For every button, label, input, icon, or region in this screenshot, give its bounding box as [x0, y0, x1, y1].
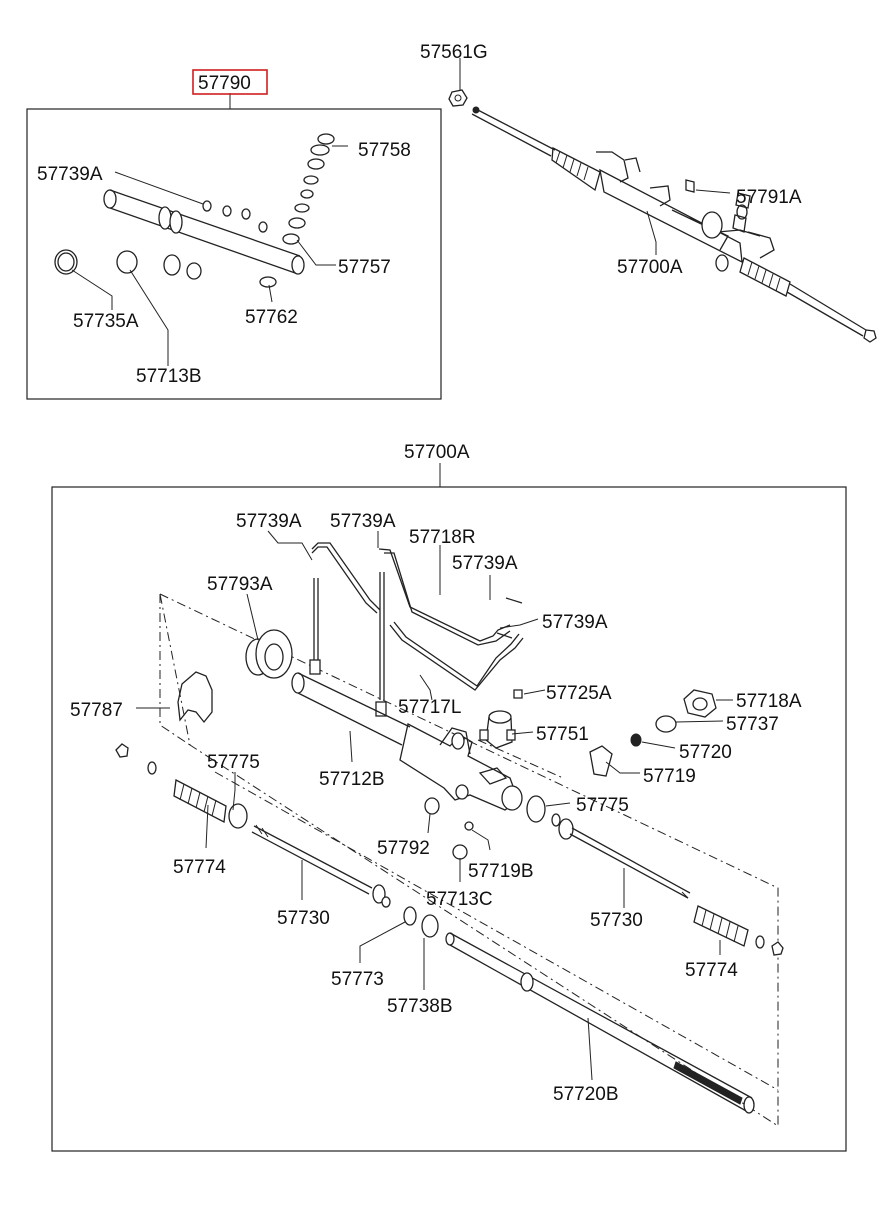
inner-tie-rod-right: [551, 813, 691, 899]
part-label-57739A-4[interactable]: 57739A: [542, 612, 608, 633]
part-label-57718A[interactable]: 57718A: [736, 691, 802, 712]
pipe-fitting: [375, 701, 387, 717]
gear-assembly-frame: [51, 486, 847, 1152]
part-label-57787[interactable]: 57787: [70, 700, 123, 721]
hydraulic-lines: [309, 542, 524, 717]
seal-kit-stacked-seals: [259, 133, 335, 288]
clip-icon: [685, 179, 695, 193]
control-valve: [479, 710, 516, 749]
part-label-57739A-2[interactable]: 57739A: [330, 511, 396, 532]
rack-bar: [445, 932, 755, 1114]
part-label-57774-right[interactable]: 57774: [685, 960, 738, 981]
part-label-57773[interactable]: 57773: [331, 969, 384, 990]
nut-icon: [115, 743, 129, 758]
part-label-57739A-3[interactable]: 57739A: [452, 553, 518, 574]
part-label-57730-right[interactable]: 57730: [590, 910, 643, 931]
part-label-57739A-1[interactable]: 57739A: [236, 511, 302, 532]
part-label-57730-left[interactable]: 57730: [277, 908, 330, 929]
seal-kit-o-rings: [202, 200, 268, 233]
part-label-57725A[interactable]: 57725A: [546, 683, 612, 704]
steering-gear-assembly-overview: 57561G 57791A 57700A: [420, 42, 877, 343]
part-label-57561G[interactable]: 57561G: [420, 42, 488, 63]
part-label-57737[interactable]: 57737: [726, 714, 779, 735]
part-label-57700A-top[interactable]: 57700A: [617, 257, 683, 278]
boot-right: [693, 905, 749, 947]
selected-part-highlight: [192, 69, 268, 95]
seal-kit-frame: [26, 108, 442, 400]
plug-cap: [655, 715, 677, 733]
part-label-57758[interactable]: 57758: [358, 140, 411, 161]
nut-icon: [863, 329, 877, 343]
part-label-57720[interactable]: 57720: [679, 742, 732, 763]
boot-left: [173, 778, 227, 824]
part-label-57757[interactable]: 57757: [338, 257, 391, 278]
seal-kit-tube: [103, 189, 305, 275]
o-ring-right: [526, 795, 546, 823]
gasket-plate: [683, 689, 717, 718]
clamp-bracket: [177, 671, 213, 724]
part-label-57792[interactable]: 57792: [377, 838, 430, 859]
part-label-57790[interactable]: 57790: [198, 73, 251, 94]
inner-tie-rod-left: [251, 824, 391, 908]
part-label-57713B[interactable]: 57713B: [136, 366, 202, 387]
part-label-57775-right[interactable]: 57775: [576, 795, 629, 816]
part-label-57751[interactable]: 57751: [536, 724, 589, 745]
part-label-57738B[interactable]: 57738B: [387, 996, 453, 1017]
part-label-57719B[interactable]: 57719B: [468, 861, 534, 882]
bushing-57792: [424, 797, 440, 815]
rack-housing: [291, 672, 523, 811]
spring-icon: [630, 733, 642, 747]
part-label-57762[interactable]: 57762: [245, 307, 298, 328]
gear-assembly-panel: 57700A: [51, 442, 847, 1152]
part-label-57712B[interactable]: 57712B: [319, 769, 385, 790]
assembly-boot-left: [551, 146, 601, 192]
part-label-57719[interactable]: 57719: [643, 766, 696, 787]
part-label-57793A[interactable]: 57793A: [207, 574, 273, 595]
part-label-57791A[interactable]: 57791A: [736, 187, 802, 208]
yoke-icon: [589, 745, 613, 777]
part-link-57790[interactable]: 57790: [198, 73, 251, 94]
assembly-housing: [596, 151, 775, 272]
ring-left: [228, 803, 248, 829]
seal-kit-panel: 57790: [26, 69, 442, 400]
bolt-icon: [513, 689, 523, 699]
seal-kit-rings: [54, 249, 202, 280]
nut-icon: [448, 89, 468, 107]
part-label-57739A[interactable]: 57739A: [37, 164, 103, 185]
part-label-57718R[interactable]: 57718R: [409, 527, 476, 548]
part-label-57775-left[interactable]: 57775: [207, 752, 260, 773]
mount-bushing: [245, 629, 293, 679]
ring-57773: [403, 906, 417, 926]
pipe-fitting: [309, 659, 321, 675]
part-label-57717L[interactable]: 57717L: [398, 697, 461, 718]
bushing-57738B: [421, 914, 439, 938]
part-label-57720B[interactable]: 57720B: [553, 1084, 619, 1105]
cap-57713C: [452, 844, 468, 860]
part-label-57700A-main[interactable]: 57700A: [404, 442, 470, 463]
part-label-57713C[interactable]: 57713C: [426, 889, 493, 910]
assembly-boot-right: [739, 257, 791, 297]
nut-icon: [771, 941, 784, 956]
part-label-57735A[interactable]: 57735A: [73, 311, 139, 332]
part-label-57774-left[interactable]: 57774: [173, 857, 226, 878]
